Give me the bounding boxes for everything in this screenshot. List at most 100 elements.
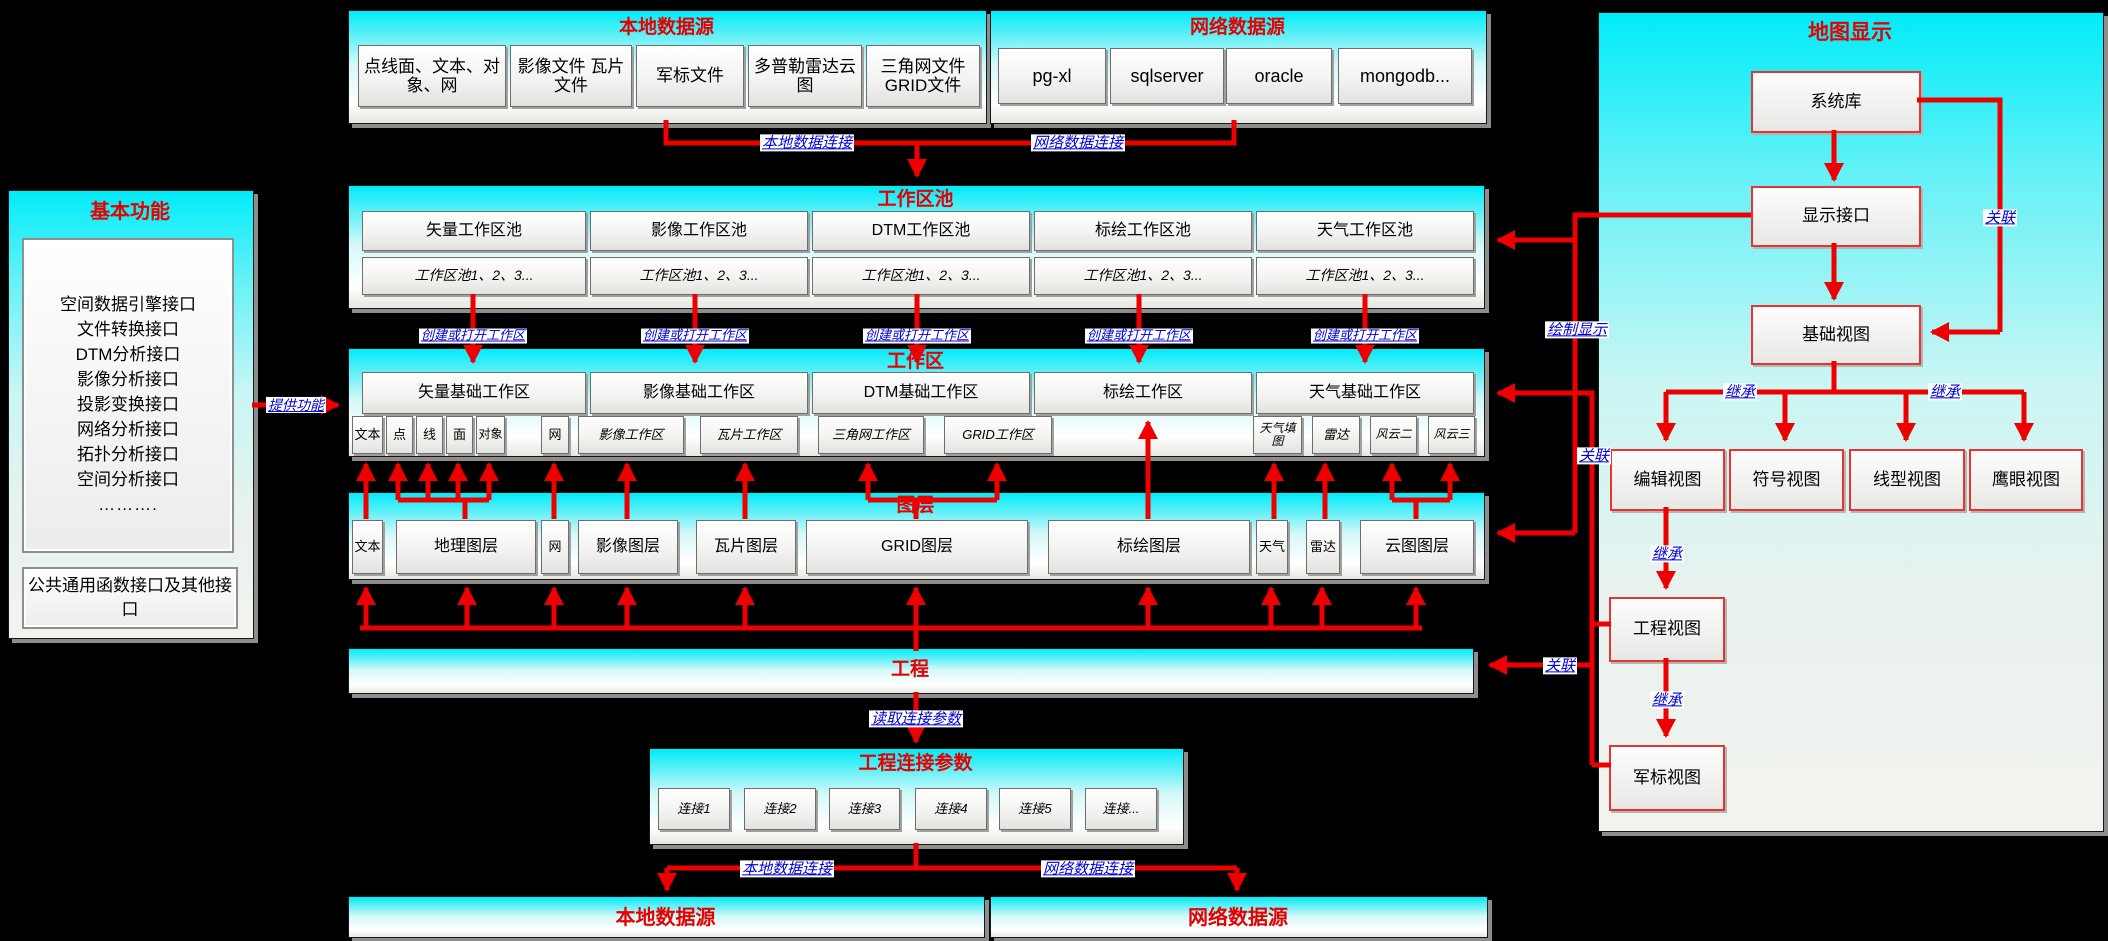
node-layer-image: 影像图层: [578, 520, 678, 574]
node-ws-type-point: 点: [386, 416, 413, 454]
interface-item: 拓扑分析接口: [77, 445, 179, 464]
band-bottom-network-source: [990, 896, 1488, 938]
node-common-functions: 公共通用函数接口及其他接口: [22, 567, 238, 629]
edge-label-create-open-2: 创建或打开工作区: [640, 327, 750, 344]
node-edit-view: 编辑视图: [1610, 449, 1725, 511]
node-pool-instances-5: 工作区池1、2、3...: [1256, 257, 1474, 295]
edge-label-assoc-mid: 关联: [1576, 447, 1612, 465]
node-plot-workspace: 标绘工作区: [1034, 372, 1252, 414]
interface-item-ellipsis: ……….: [98, 495, 158, 514]
edge-label-assoc-project: 关联: [1542, 657, 1578, 675]
interface-item: 影像分析接口: [77, 370, 179, 389]
band-bottom-network-source-title: 网络数据源: [1188, 907, 1288, 929]
node-pool-instances-1: 工作区池1、2、3...: [362, 257, 586, 295]
node-layer-text: 文本: [352, 520, 383, 574]
node-project-view: 工程视图: [1609, 597, 1725, 662]
node-local-tin-grid-files: 三角网文件GRID文件: [866, 45, 980, 107]
node-conn-5: 连接5: [999, 788, 1071, 830]
edge-label-inherit-4: 继承: [1649, 691, 1685, 709]
node-ws-type-radar: 雷达: [1312, 416, 1360, 454]
node-symbol-view: 符号视图: [1729, 449, 1844, 511]
node-eagle-view: 鹰眼视图: [1969, 449, 2083, 511]
edge-label-create-open-5: 创建或打开工作区: [1310, 327, 1420, 344]
interface-item: DTM分析接口: [75, 345, 181, 364]
edge-label-assoc-right: 关联: [1982, 209, 2018, 227]
node-ws-type-weather-plot: 天气填图: [1253, 416, 1302, 454]
edge-label-create-open-1: 创建或打开工作区: [418, 327, 528, 344]
edge-label-inherit-3: 继承: [1649, 545, 1685, 563]
interface-item: 投影变换接口: [77, 395, 179, 414]
node-ws-type-grid: GRID工作区: [944, 416, 1052, 454]
interface-item: 网络分析接口: [77, 420, 179, 439]
node-system-lib: 系统库: [1751, 71, 1921, 133]
node-local-vector-files: 点线面、文本、对象、网: [358, 45, 506, 107]
node-conn-more: 连接...: [1085, 788, 1157, 830]
band-bottom-local-source-title: 本地数据源: [615, 907, 716, 929]
node-ws-type-tile: 瓦片工作区: [700, 416, 798, 454]
node-vector-workspace-pool: 矢量工作区池: [362, 211, 586, 251]
interface-item: 空间分析接口: [77, 470, 179, 489]
node-layer-tile: 瓦片图层: [696, 520, 796, 574]
node-base-view: 基础视图: [1751, 305, 1921, 365]
edge-label-draw-display: 绘制显示: [1544, 321, 1610, 339]
edge-label-local-conn-top: 本地数据连接: [759, 134, 855, 152]
node-ws-type-network: 网: [541, 416, 569, 454]
node-image-base-workspace: 影像基础工作区: [590, 372, 808, 414]
node-ws-type-fy3: 风云三: [1428, 416, 1475, 454]
edge-label-network-conn-top: 网络数据连接: [1030, 134, 1126, 152]
node-local-doppler-files: 多普勒雷达云图: [748, 45, 862, 107]
node-local-military-files: 军标文件: [636, 45, 744, 107]
edge-label-read-conn: 读取连接参数: [868, 710, 964, 728]
band-bottom-local-source: [348, 896, 985, 938]
node-weather-base-workspace: 天气基础工作区: [1256, 372, 1474, 414]
node-conn-4: 连接4: [915, 788, 987, 830]
panel-network-data-source-title: 网络数据源: [1189, 17, 1285, 38]
edge-label-create-open-3: 创建或打开工作区: [862, 327, 972, 344]
panel-basic-functions-title: 基本功能: [90, 201, 170, 223]
band-workspace-pool-title: 工作区池: [877, 189, 954, 210]
node-db-mongodb: mongodb...: [1338, 48, 1472, 104]
panel-project-conn-params-title: 工程连接参数: [858, 753, 973, 774]
node-ws-type-text: 文本: [352, 416, 383, 454]
node-line-view: 线型视图: [1849, 449, 1965, 511]
node-db-pgxl: pg-xl: [998, 48, 1106, 104]
node-weather-workspace-pool: 天气工作区池: [1256, 211, 1474, 251]
node-conn-1: 连接1: [658, 788, 730, 830]
band-workspace-title: 工作区: [886, 351, 944, 372]
node-pool-instances-2: 工作区池1、2、3...: [590, 257, 808, 295]
node-plot-workspace-pool: 标绘工作区池: [1034, 211, 1252, 251]
interface-item: 文件转换接口: [77, 320, 179, 339]
node-layer-weather: 天气: [1256, 520, 1288, 574]
node-military-view: 军标视图: [1609, 745, 1725, 811]
node-pool-instances-4: 工作区池1、2、3...: [1034, 257, 1252, 295]
node-pool-instances-3: 工作区池1、2、3...: [812, 257, 1030, 295]
node-layer-grid: GRID图层: [806, 520, 1028, 574]
edge-label-provide: 提供功能: [266, 396, 326, 414]
node-conn-3: 连接3: [829, 788, 900, 830]
edge-label-network-conn-bottom: 网络数据连接: [1040, 860, 1136, 878]
band-layers-title: 图层: [896, 495, 935, 516]
panel-map-display: [1598, 12, 2104, 832]
node-image-workspace-pool: 影像工作区池: [590, 211, 808, 251]
node-layer-cloud: 云图图层: [1360, 520, 1474, 574]
node-conn-2: 连接2: [744, 788, 816, 830]
node-layer-network: 网: [541, 520, 569, 574]
node-ws-type-fy2: 风云二: [1370, 416, 1417, 454]
panel-local-data-source-title: 本地数据源: [618, 17, 714, 38]
panel-map-display-title: 地图显示: [1808, 21, 1892, 44]
node-interface-list: 空间数据引擎接口 文件转换接口 DTM分析接口 影像分析接口 投影变换接口 网络…: [22, 238, 234, 553]
node-dtm-base-workspace: DTM基础工作区: [812, 372, 1030, 414]
edge-label-create-open-4: 创建或打开工作区: [1084, 327, 1194, 344]
node-layer-geo: 地理图层: [396, 520, 536, 574]
edge-label-inherit-2: 继承: [1927, 383, 1963, 401]
node-dtm-workspace-pool: DTM工作区池: [812, 211, 1030, 251]
edge-label-inherit-1: 继承: [1722, 383, 1758, 401]
node-db-oracle: oracle: [1226, 48, 1332, 104]
node-display-interface: 显示接口: [1751, 186, 1921, 247]
node-ws-type-tin: 三角网工作区: [818, 416, 924, 454]
band-project-title: 工程: [890, 659, 929, 680]
node-vector-base-workspace: 矢量基础工作区: [362, 372, 586, 414]
node-layer-plot: 标绘图层: [1048, 520, 1250, 574]
node-local-image-tile-files: 影像文件 瓦片文件: [510, 45, 632, 107]
node-ws-type-object: 对象: [476, 416, 505, 454]
